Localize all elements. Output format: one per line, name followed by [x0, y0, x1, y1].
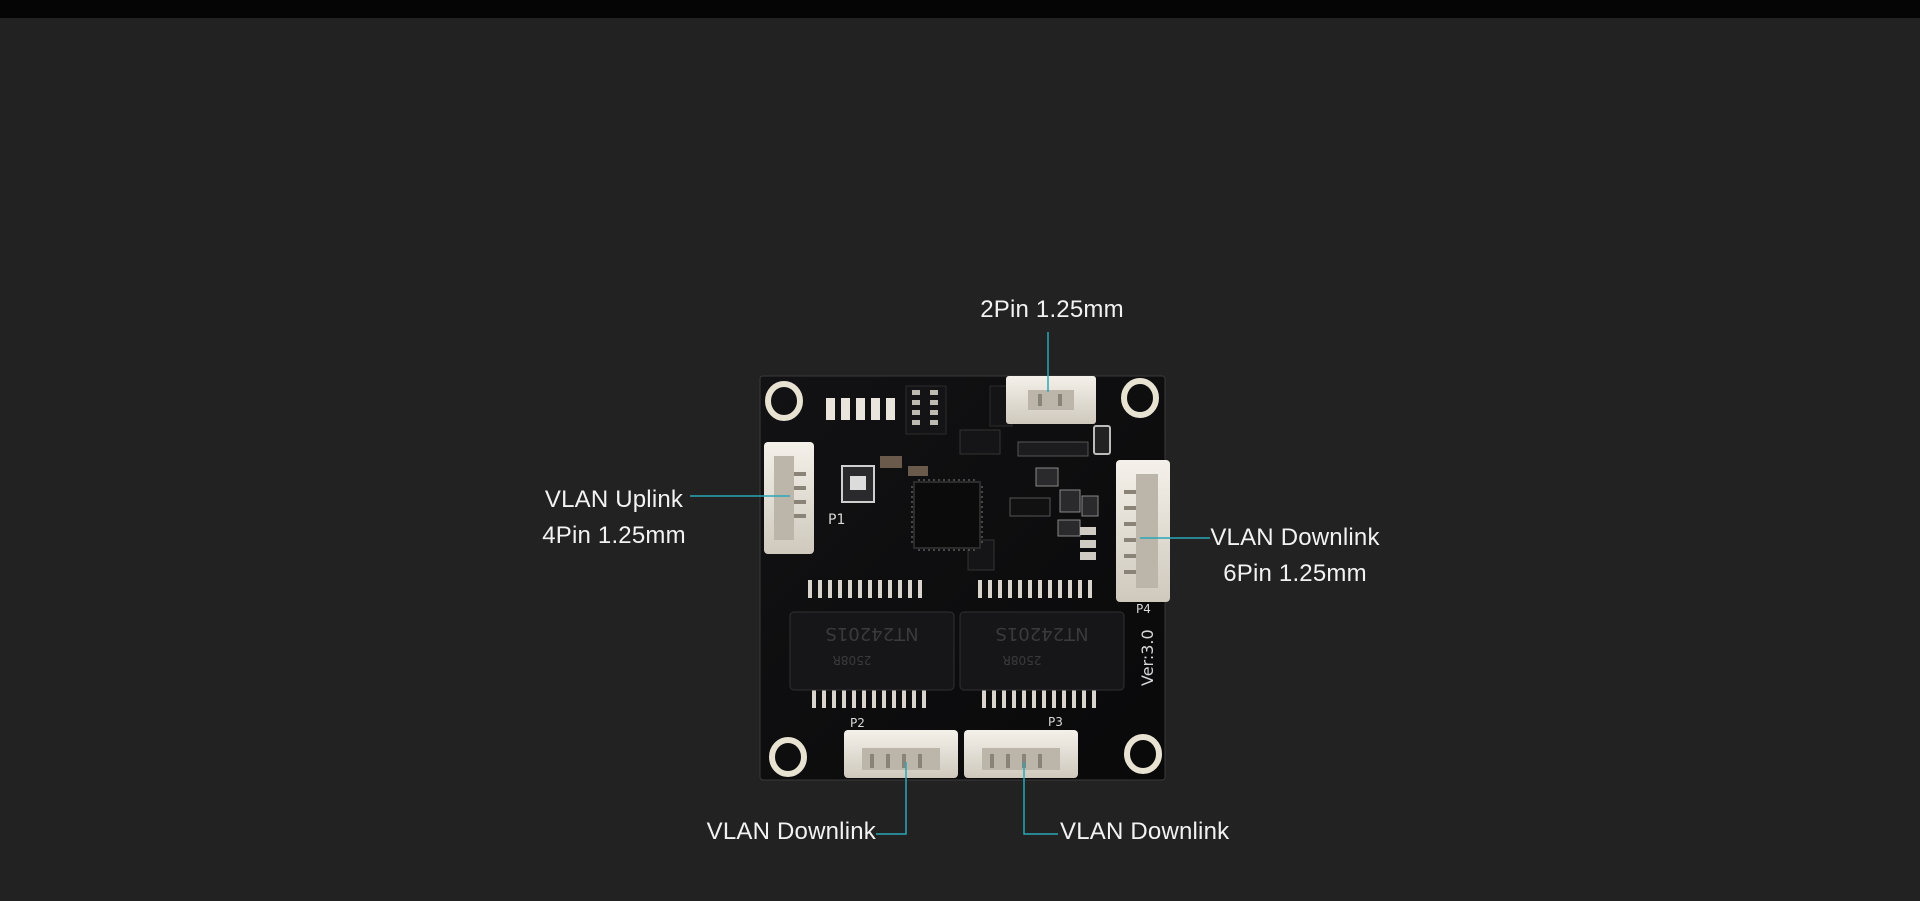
connector-6pin	[1116, 460, 1170, 602]
callout-bottom-right-line1: VLAN Downlink	[1060, 818, 1230, 845]
pcb-board: NT24201S 2508R NT24201S 2508R P1 P2 P3 P…	[759, 375, 1170, 781]
silk-p1: P1	[828, 512, 845, 528]
top-bar	[0, 0, 1920, 18]
smd-components	[841, 385, 1111, 571]
connector-p2	[844, 730, 958, 778]
connector-p3	[964, 730, 1078, 778]
silk-p3: P3	[1048, 715, 1063, 729]
leader-bottom-left	[876, 762, 907, 835]
transformer-right: NT24201S 2508R	[959, 611, 1125, 691]
silk-p4: P4	[1136, 602, 1151, 616]
connector-4pin	[764, 442, 814, 554]
callout-top-line1: 2Pin 1.25mm	[980, 296, 1124, 323]
transformer-right-code: 2508R	[1003, 653, 1042, 667]
transformer-pins	[808, 580, 1096, 708]
transformer-left-part: NT24201S	[825, 623, 918, 644]
transformer-left: NT24201S 2508R	[789, 611, 955, 691]
callout-left-line1: VLAN Uplink	[544, 486, 684, 513]
transformer-right-part: NT24201S	[995, 623, 1088, 644]
callout-right-line1: VLAN Downlink	[1210, 524, 1380, 551]
leader-bottom-right	[1023, 762, 1058, 835]
silk-p2: P2	[850, 716, 865, 730]
transformer-left-code: 2508R	[833, 653, 872, 667]
main-ic	[911, 479, 983, 551]
callout-bottom-right: VLAN Downlink	[1060, 814, 1260, 850]
callout-right-line2: 6Pin 1.25mm	[1223, 560, 1367, 587]
callout-top: 2Pin 1.25mm	[952, 292, 1152, 328]
silk-version: Ver:3.0	[1138, 629, 1157, 686]
status-leds	[826, 398, 895, 420]
callout-left-line2: 4Pin 1.25mm	[542, 522, 686, 549]
callout-bottom-left-line1: VLAN Downlink	[706, 818, 876, 845]
callout-right: VLAN Downlink 6Pin 1.25mm	[1200, 520, 1390, 592]
connector-2pin	[1006, 376, 1096, 424]
mounting-holes	[765, 378, 1162, 777]
callout-bottom-left: VLAN Downlink	[680, 814, 876, 850]
leader-lines	[690, 332, 1210, 835]
callout-left: VLAN Uplink 4Pin 1.25mm	[524, 482, 704, 554]
